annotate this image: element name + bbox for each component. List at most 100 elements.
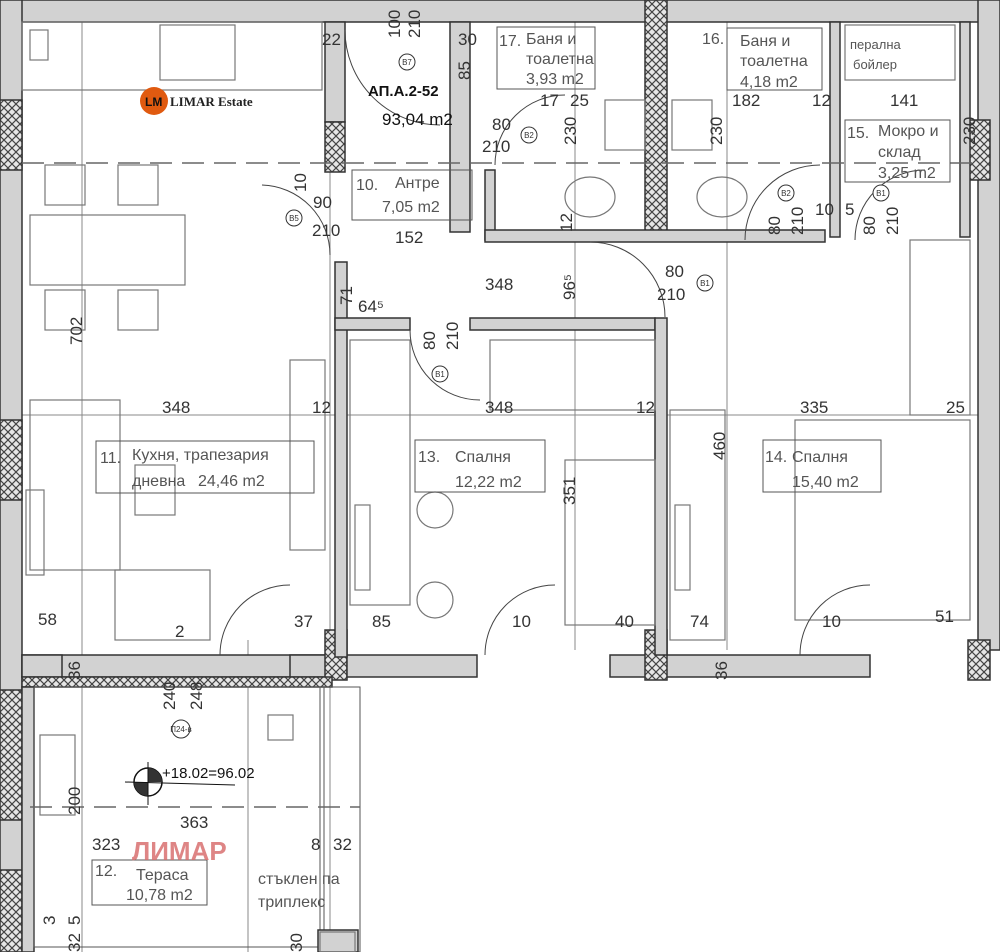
svg-text:85: 85 — [455, 61, 474, 80]
svg-text:11.: 11. — [100, 450, 121, 467]
door-tag: B2 — [520, 126, 538, 144]
svg-text:12: 12 — [557, 213, 576, 232]
svg-text:80: 80 — [420, 331, 439, 350]
svg-text:триплекс: триплекс — [258, 894, 325, 911]
svg-text:210: 210 — [657, 285, 685, 304]
svg-text:24,46 m2: 24,46 m2 — [198, 473, 265, 490]
door-tag: B2 — [777, 184, 795, 202]
svg-text:Кухня, трапезария: Кухня, трапезария — [132, 447, 269, 464]
svg-text:дневна: дневна — [132, 473, 185, 490]
svg-text:B2: B2 — [524, 131, 534, 140]
svg-text:323: 323 — [92, 835, 120, 854]
svg-text:12.: 12. — [95, 863, 117, 880]
svg-text:10: 10 — [822, 612, 841, 631]
svg-text:П24-в: П24-в — [170, 725, 192, 734]
svg-text:460: 460 — [710, 432, 729, 460]
svg-text:12: 12 — [812, 91, 831, 110]
svg-text:51: 51 — [935, 607, 954, 626]
svg-text:12: 12 — [636, 398, 655, 417]
svg-text:16.: 16. — [702, 31, 724, 48]
svg-text:248: 248 — [187, 682, 206, 710]
svg-text:351: 351 — [560, 477, 579, 505]
svg-text:36: 36 — [65, 661, 84, 680]
svg-text:15.: 15. — [847, 125, 869, 142]
apartment-id: АП.А.2-52 — [368, 83, 439, 100]
svg-text:7,05 m2: 7,05 m2 — [382, 199, 440, 216]
svg-text:335: 335 — [800, 398, 828, 417]
door-tag: B7 — [398, 53, 416, 71]
svg-text:10: 10 — [512, 612, 531, 631]
svg-text:тоалетна: тоалетна — [526, 51, 594, 68]
svg-text:25: 25 — [946, 398, 965, 417]
svg-text:210: 210 — [883, 207, 902, 235]
svg-text:230: 230 — [561, 117, 580, 145]
svg-text:17.: 17. — [499, 33, 521, 50]
svg-text:Баня и: Баня и — [526, 31, 576, 48]
svg-text:B5: B5 — [289, 214, 299, 223]
svg-text:25: 25 — [570, 91, 589, 110]
elevation-marker: +18.02=96.02 — [124, 762, 255, 805]
svg-text:2: 2 — [175, 622, 184, 641]
svg-text:склад: склад — [878, 144, 921, 161]
svg-text:10: 10 — [291, 173, 310, 192]
door-swings — [219, 29, 926, 656]
svg-text:200: 200 — [65, 787, 84, 815]
svg-text:LIMAR Estate: LIMAR Estate — [170, 94, 253, 109]
svg-text:702: 702 — [67, 317, 86, 345]
apartment-area: 93,04 m2 — [382, 110, 453, 129]
svg-text:74: 74 — [690, 612, 709, 631]
svg-text:+18.02=96.02: +18.02=96.02 — [162, 765, 255, 782]
door-tag: B1 — [872, 184, 890, 202]
svg-text:90: 90 — [313, 193, 332, 212]
svg-text:80: 80 — [860, 216, 879, 235]
svg-text:8: 8 — [311, 835, 320, 854]
svg-text:348: 348 — [162, 398, 190, 417]
door-tag: B5 — [285, 209, 303, 227]
svg-text:B1: B1 — [876, 189, 886, 198]
svg-text:30: 30 — [458, 30, 477, 49]
svg-text:36: 36 — [712, 661, 731, 680]
svg-text:10.: 10. — [356, 177, 378, 194]
svg-text:240: 240 — [160, 682, 179, 710]
svg-text:141: 141 — [890, 91, 918, 110]
svg-text:58: 58 — [38, 610, 57, 629]
svg-text:10: 10 — [815, 200, 834, 219]
svg-text:Баня и: Баня и — [740, 33, 790, 50]
svg-text:15,40 m2: 15,40 m2 — [792, 474, 859, 491]
svg-text:80: 80 — [765, 216, 784, 235]
svg-text:Мокро и: Мокро и — [878, 123, 939, 140]
svg-text:348: 348 — [485, 275, 513, 294]
svg-text:12,22 m2: 12,22 m2 — [455, 474, 522, 491]
svg-text:3: 3 — [40, 916, 59, 925]
svg-text:210: 210 — [788, 207, 807, 235]
svg-text:22: 22 — [322, 30, 341, 49]
svg-text:стъклен па: стъклен па — [258, 871, 340, 888]
svg-text:5: 5 — [65, 916, 84, 925]
svg-text:182: 182 — [732, 91, 760, 110]
svg-text:348: 348 — [485, 398, 513, 417]
svg-text:Спалня: Спалня — [792, 449, 848, 466]
svg-text:71: 71 — [337, 286, 356, 305]
svg-text:30: 30 — [287, 933, 306, 952]
door-tags: B7 B2 B5 B1 B2 B1 B1 П24-в — [170, 53, 890, 739]
svg-text:17: 17 — [540, 91, 559, 110]
svg-text:230: 230 — [707, 117, 726, 145]
svg-text:40: 40 — [615, 612, 634, 631]
svg-text:80: 80 — [665, 262, 684, 281]
svg-text:B7: B7 — [402, 58, 412, 67]
svg-text:5: 5 — [845, 200, 854, 219]
door-tag: B1 — [431, 365, 449, 383]
svg-text:100: 100 — [385, 10, 404, 38]
svg-text:10,78 m2: 10,78 m2 — [126, 887, 193, 904]
svg-text:85: 85 — [372, 612, 391, 631]
room-labels: 10. Антре 7,05 m2 11. Кухня, трапезария … — [91, 26, 951, 911]
svg-text:3,25 m2: 3,25 m2 — [878, 165, 936, 182]
svg-text:перална: перална — [850, 37, 901, 52]
svg-text:тоалетна: тоалетна — [740, 53, 808, 70]
svg-text:210: 210 — [405, 10, 424, 38]
door-tag: П24-в — [170, 719, 192, 739]
svg-text:210: 210 — [482, 137, 510, 156]
svg-text:3,93 m2: 3,93 m2 — [526, 71, 584, 88]
